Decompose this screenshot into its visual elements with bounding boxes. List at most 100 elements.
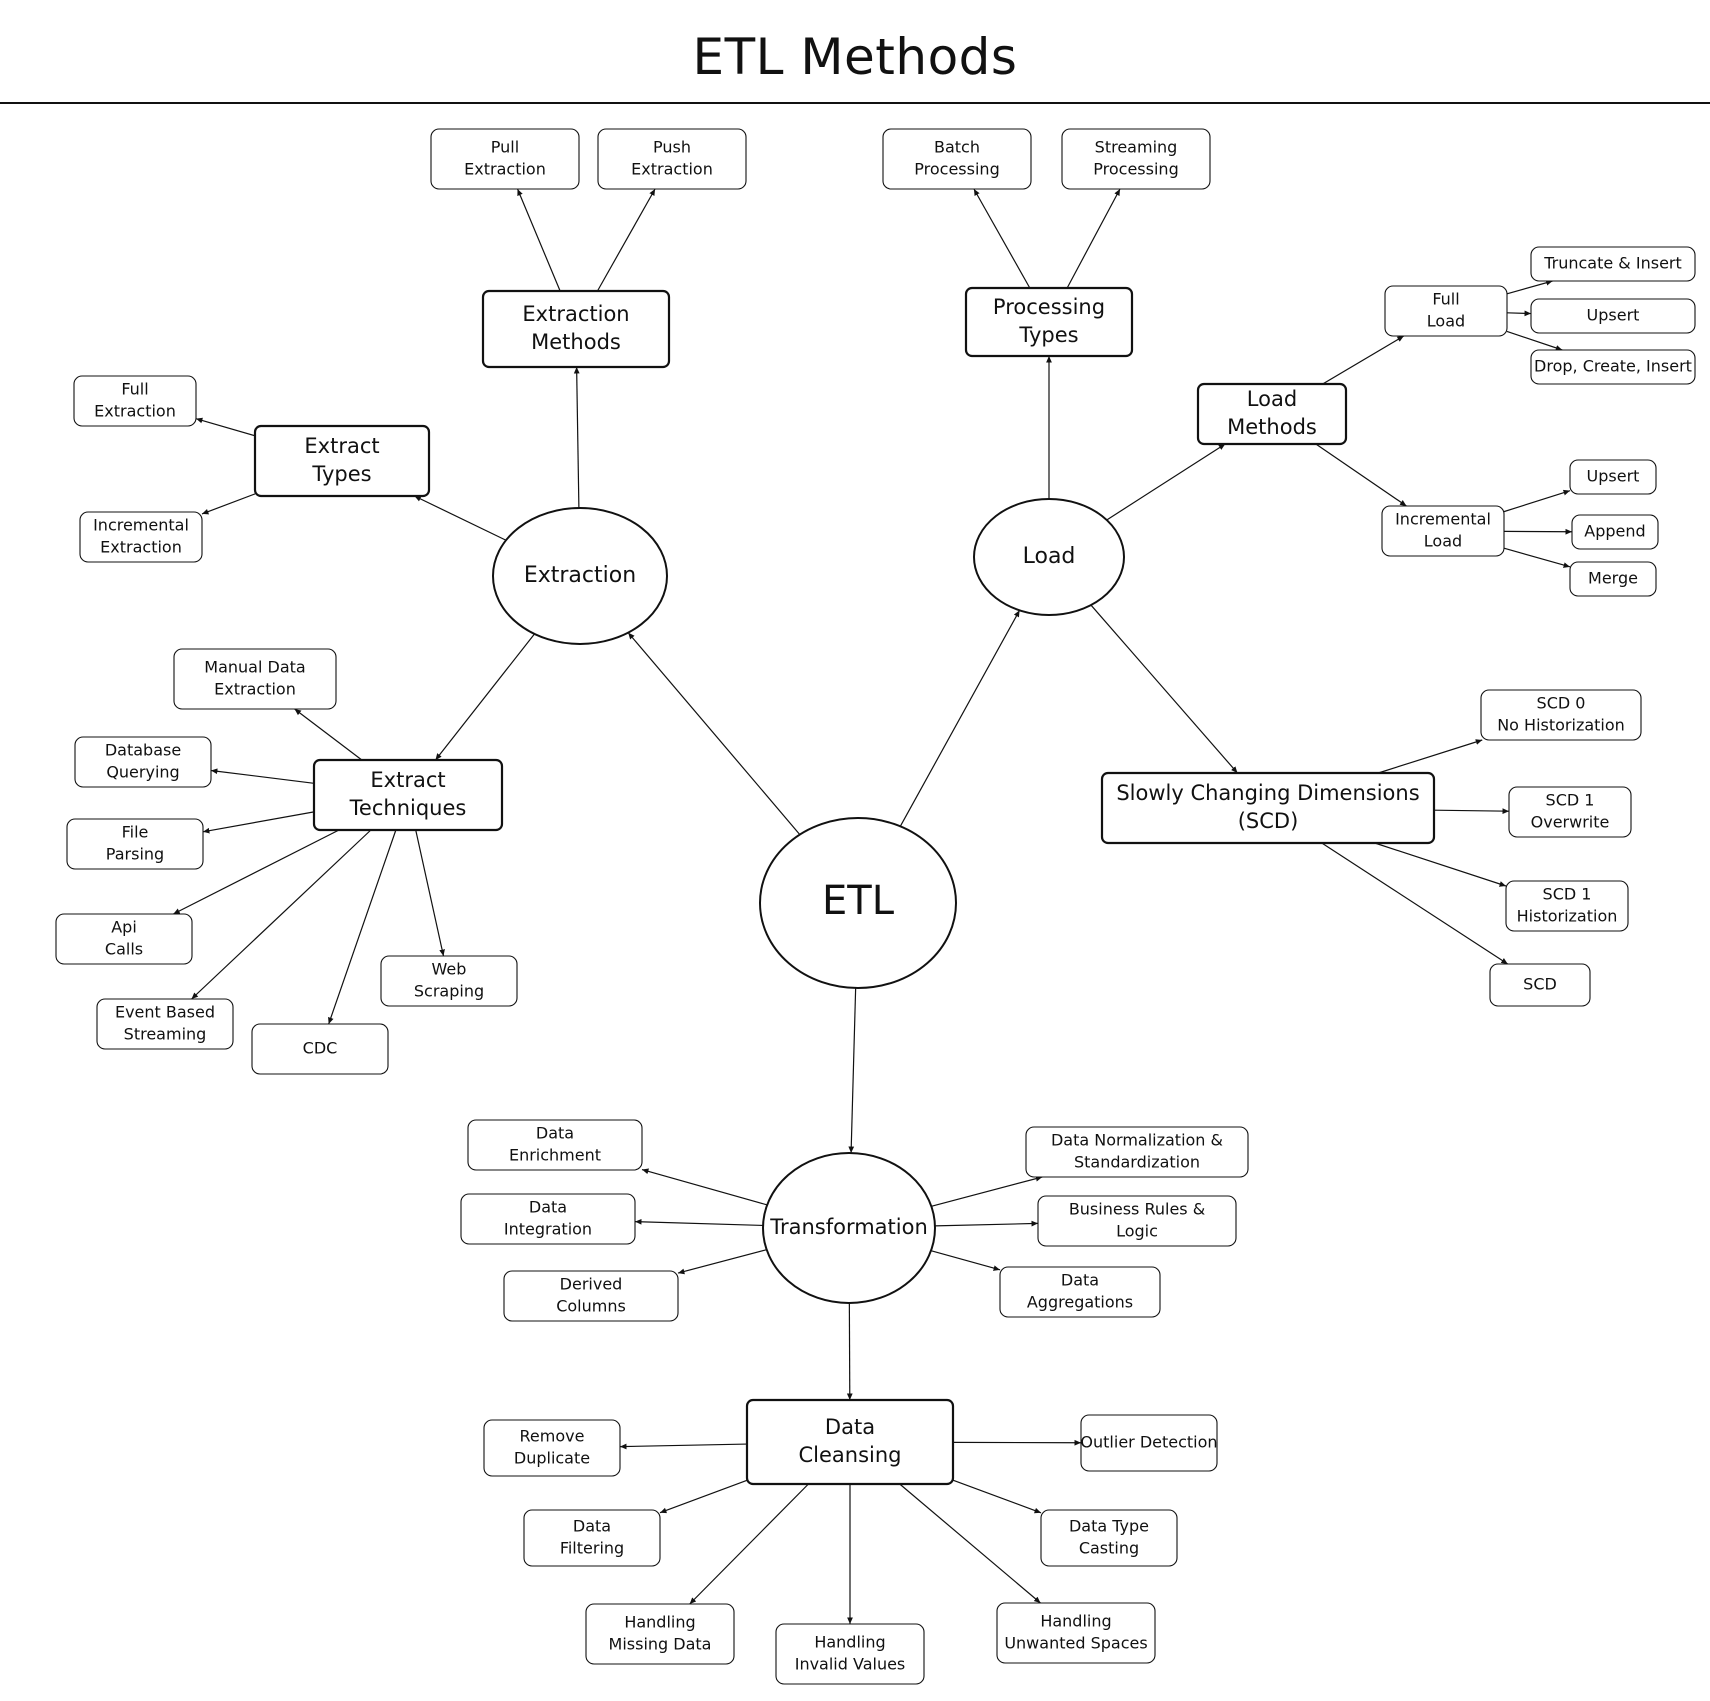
node-label-data-aggregations-line-0: Data xyxy=(1061,1271,1099,1290)
node-label-business-rules-line-1: Logic xyxy=(1116,1221,1158,1240)
edge-extract-techniques-to-web-scraping xyxy=(415,829,445,957)
edge-data-cleansing-to-handling-unwanted-spaces xyxy=(899,1483,1041,1604)
node-label-remove-duplicate-line-1: Duplicate xyxy=(514,1448,590,1467)
title-divider xyxy=(0,102,1710,104)
node-label-data-cleansing-line-1: Cleansing xyxy=(798,1443,901,1467)
edges-layer xyxy=(173,188,1573,1624)
node-label-extraction-line-0: Extraction xyxy=(524,563,636,588)
edge-data-cleansing-to-data-filtering xyxy=(659,1479,748,1514)
node-shape-load-methods xyxy=(1196,382,1348,446)
edge-extract-types-to-incremental-extraction xyxy=(201,493,256,515)
node-shape-data-filtering xyxy=(523,1509,661,1567)
edge-extract-techniques-to-database-querying xyxy=(210,768,315,784)
node-shape-extract-types xyxy=(253,424,431,498)
node-label-scd-1-historization-line-0: SCD 1 xyxy=(1543,885,1592,904)
node-shape-scd-1-overwrite xyxy=(1508,786,1632,838)
node-label-scd-1-overwrite-line-0: SCD 1 xyxy=(1546,791,1595,810)
node-label-pull-extraction-line-1: Extraction xyxy=(464,159,546,178)
node-shape-file-parsing xyxy=(66,818,204,870)
node-shape-incremental-extraction xyxy=(79,511,203,563)
node-label-database-querying-line-0: Database xyxy=(105,741,181,760)
node-append: Append xyxy=(1571,514,1659,550)
node-label-handling-invalid-values-line-0: Handling xyxy=(814,1633,885,1652)
node-shape-data-cleansing xyxy=(745,1398,955,1486)
node-scd-1-overwrite: SCD 1 Overwrite xyxy=(1508,786,1632,838)
edge-full-load-to-truncate-insert xyxy=(1506,279,1553,295)
edge-load-methods-to-incremental-load xyxy=(1315,443,1407,507)
node-shape-derived-columns xyxy=(503,1270,679,1322)
node-shape-manual-data-extraction xyxy=(173,648,337,710)
node-label-scd-1-overwrite-line-1: Overwrite xyxy=(1531,812,1610,831)
node-label-cdc-line-0: CDC xyxy=(303,1039,338,1058)
edge-full-load-to-upsert-full xyxy=(1506,310,1532,317)
edge-scd-to-scd-0 xyxy=(1378,739,1483,774)
edge-transformation-to-data-enrichment xyxy=(641,1168,768,1206)
node-label-data-integration-line-0: Data xyxy=(529,1198,567,1217)
edge-extraction-to-extract-techniques xyxy=(435,633,535,761)
node-label-full-load-line-0: Full xyxy=(1432,290,1459,309)
node-shape-push-extraction xyxy=(597,128,747,190)
edge-scd-to-scd-1-historization xyxy=(1374,842,1507,887)
node-label-incremental-load-line-0: Incremental xyxy=(1395,510,1491,529)
node-label-extract-types-line-1: Types xyxy=(311,462,371,486)
node-label-file-parsing-line-0: File xyxy=(122,823,149,842)
node-transformation: Transformation xyxy=(762,1152,936,1304)
node-label-extraction-methods-line-0: Extraction xyxy=(522,302,629,326)
node-label-scd-line-1: (SCD) xyxy=(1238,809,1299,833)
node-scd: Slowly Changing Dimensions(SCD) xyxy=(1100,771,1436,845)
node-shape-streaming-processing xyxy=(1061,128,1211,190)
node-shape-full-load xyxy=(1384,285,1508,337)
edge-transformation-to-derived-columns xyxy=(677,1249,767,1275)
node-label-load-line-0: Load xyxy=(1023,544,1076,569)
node-label-remove-duplicate-line-0: Remove xyxy=(520,1427,585,1446)
edge-load-methods-to-full-load xyxy=(1322,335,1405,385)
node-label-push-extraction-line-1: Extraction xyxy=(631,159,713,178)
edge-transformation-to-data-normalization xyxy=(931,1175,1043,1207)
node-shape-incremental-load xyxy=(1381,505,1505,557)
node-label-derived-columns-line-1: Columns xyxy=(556,1296,626,1315)
node-shape-scd xyxy=(1100,771,1436,845)
node-shape-handling-missing-data xyxy=(585,1603,735,1665)
node-shape-upsert-full xyxy=(1530,298,1696,334)
edge-processing-types-to-batch-processing xyxy=(973,188,1031,289)
node-label-etl-line-0: ETL xyxy=(822,878,895,924)
node-label-push-extraction-line-0: Push xyxy=(653,138,691,157)
node-label-incremental-extraction-line-0: Incremental xyxy=(93,516,189,535)
node-data-normalization: Data Normalization &Standardization xyxy=(1025,1126,1249,1178)
node-label-manual-data-extraction-line-1: Extraction xyxy=(214,679,296,698)
edge-extraction-to-extraction-methods xyxy=(573,366,580,509)
node-label-data-normalization-line-1: Standardization xyxy=(1074,1152,1200,1171)
edge-transformation-to-business-rules xyxy=(934,1220,1039,1227)
node-shape-web-scraping xyxy=(380,955,518,1007)
node-drop-create-insert: Drop, Create, Insert xyxy=(1530,349,1696,385)
node-label-handling-unwanted-spaces-line-0: Handling xyxy=(1040,1612,1111,1631)
node-label-merge-line-0: Merge xyxy=(1588,569,1638,588)
edge-etl-to-transformation xyxy=(848,987,857,1154)
node-shape-processing-types xyxy=(964,286,1134,358)
node-label-handling-missing-data-line-0: Handling xyxy=(624,1613,695,1632)
node-shape-business-rules xyxy=(1037,1195,1237,1247)
node-label-derived-columns-line-0: Derived xyxy=(560,1275,623,1294)
edge-incremental-load-to-merge xyxy=(1503,547,1571,568)
node-label-upsert-full-line-0: Upsert xyxy=(1587,306,1640,325)
edge-data-cleansing-to-data-type-casting xyxy=(952,1479,1042,1514)
node-label-data-enrichment-line-1: Enrichment xyxy=(509,1145,601,1164)
node-label-drop-create-insert-line-0: Drop, Create, Insert xyxy=(1534,357,1692,376)
node-outlier-detection: Outlier Detection xyxy=(1080,1414,1218,1472)
edge-data-cleansing-to-handling-missing-data xyxy=(689,1483,809,1605)
edge-data-cleansing-to-remove-duplicate xyxy=(619,1443,748,1450)
edge-scd-to-scd-plain xyxy=(1321,842,1509,965)
node-label-web-scraping-line-1: Scraping xyxy=(414,981,484,1000)
